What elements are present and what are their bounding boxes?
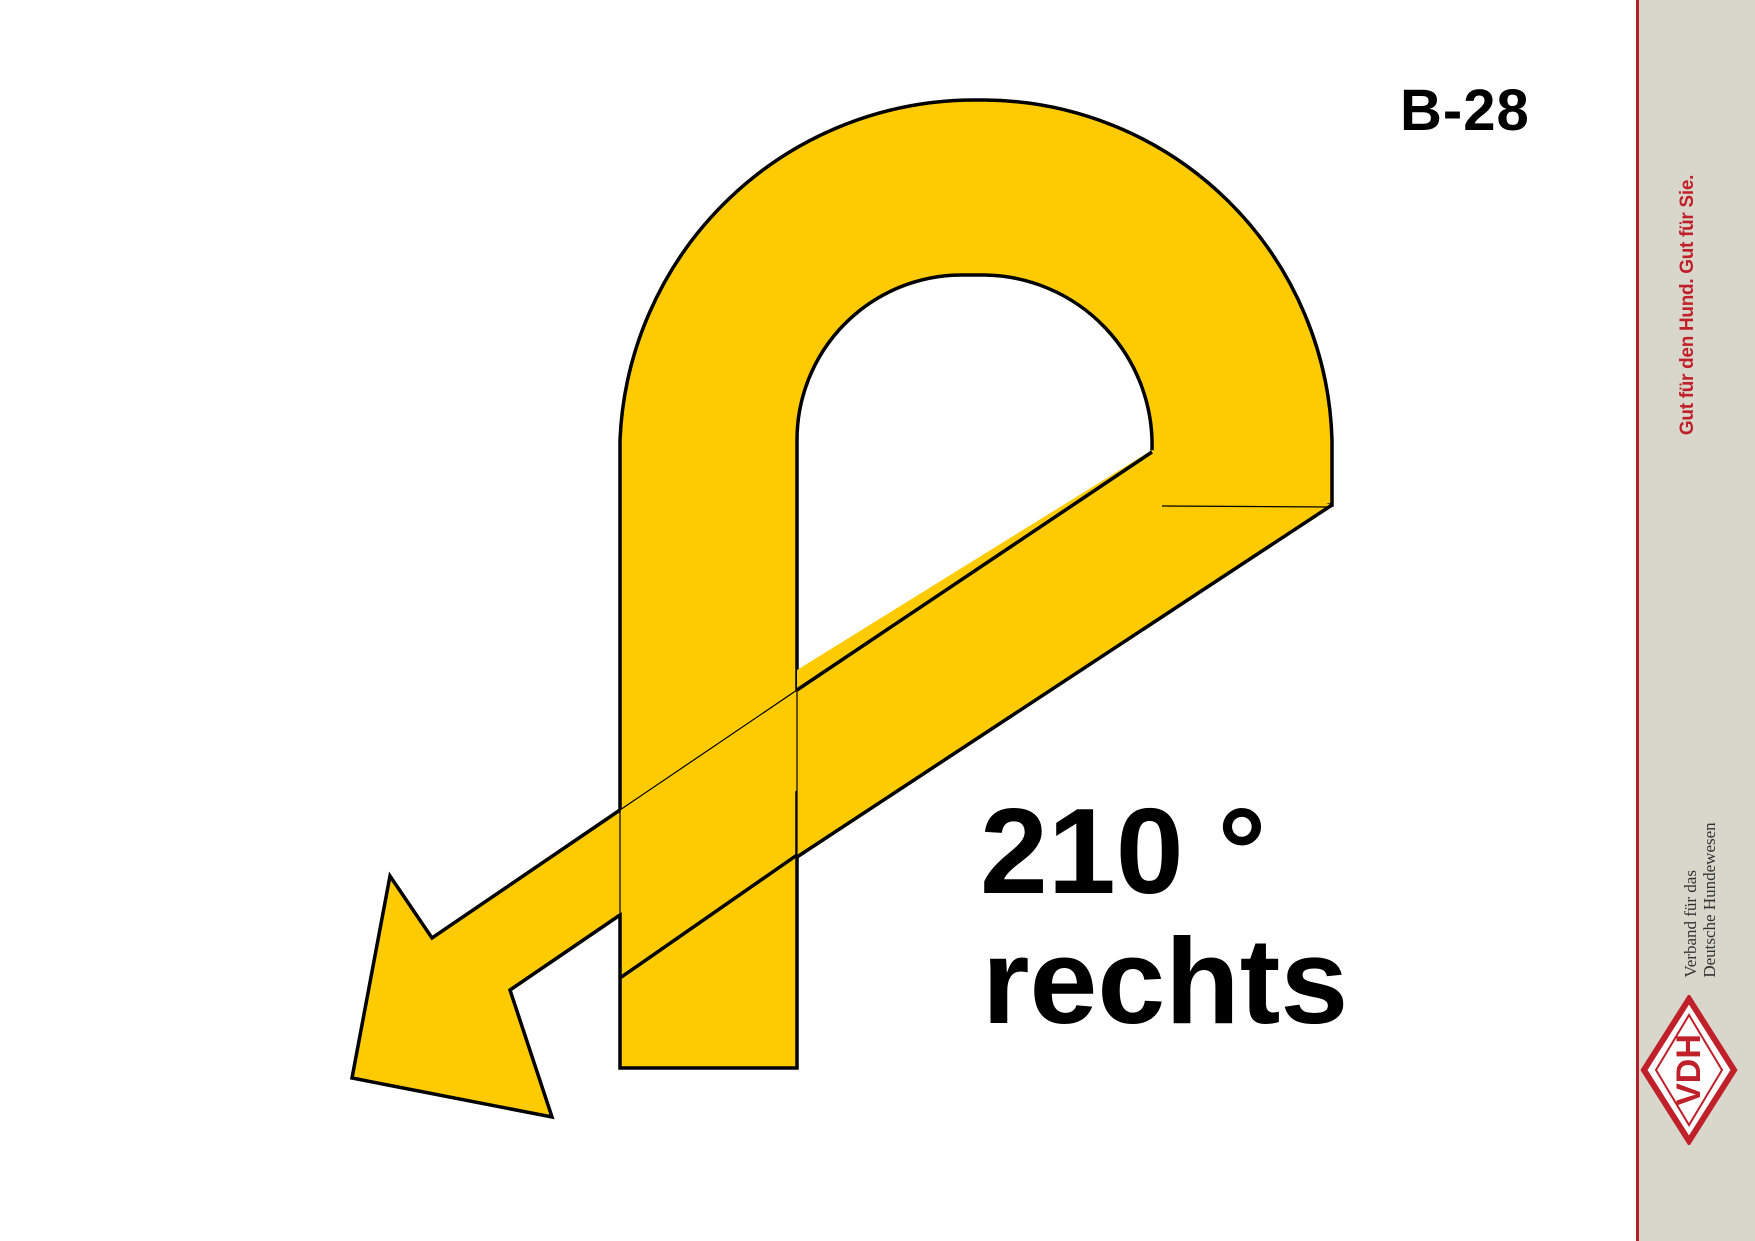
arrow-head [352, 450, 1332, 1117]
organization-name-line-1: Verband für das [1681, 870, 1700, 978]
vdh-logo-text: VDH [1670, 1034, 1708, 1106]
organization-name-line-2: Deutsche Hundewesen [1700, 822, 1719, 978]
arrow-shaft-outline [349, 450, 1333, 1120]
arrow-body [618, 98, 1334, 1070]
sign-card: B-28 210 ° rechts [349, 78, 1530, 1120]
direction-label: rechts [982, 913, 1349, 1049]
angle-label: 210 ° [980, 783, 1267, 919]
organization-name: Verband für das Deutsche Hundewesen [1681, 822, 1719, 977]
vdh-logo: VDH [1640, 995, 1738, 1145]
u-turn-210-right-arrow-icon [349, 98, 1334, 1120]
sign-code: B-28 [1400, 78, 1530, 143]
slogan: Gut für den Hund. Gut für Sie. [1677, 174, 1698, 436]
crossing-lines [619, 689, 798, 975]
